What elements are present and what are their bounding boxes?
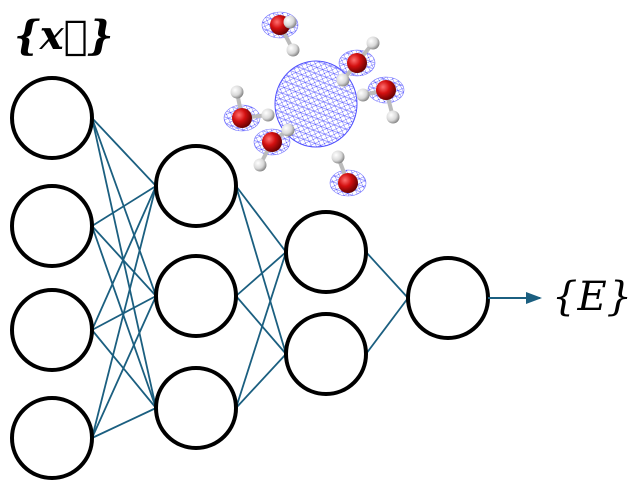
- oxygen-atom: [376, 80, 396, 100]
- hydrogen-atom: [261, 108, 275, 122]
- connection-edge: [235, 185, 287, 253]
- hydrogen-atom: [286, 43, 300, 57]
- electron-density-mesh: [274, 60, 358, 148]
- connection-edge: [235, 353, 287, 409]
- neuron-node-layer-1: [10, 288, 94, 372]
- oxygen-atom: [338, 173, 358, 193]
- connection-edge: [91, 117, 157, 187]
- oxygen-atom: [262, 132, 282, 152]
- connection-edge: [235, 251, 287, 409]
- neuron-node-layer-1: [10, 76, 94, 160]
- oxygen-atom: [347, 53, 367, 73]
- oxygen-atom: [232, 108, 252, 128]
- hydrogen-atom: [366, 36, 380, 50]
- connection-edge: [365, 297, 409, 355]
- hydrogen-atom: [356, 88, 370, 102]
- connection-edge: [91, 225, 157, 297]
- neuron-node-layer-3: [284, 210, 368, 294]
- input-label: {x⃗}: [14, 12, 114, 59]
- neuron-node-layer-1: [10, 396, 94, 480]
- connection-edge: [91, 225, 157, 409]
- output-label: {E}: [552, 274, 628, 320]
- neuron-node-layer-3: [284, 312, 368, 396]
- neuron-node-layer-2: [154, 144, 238, 228]
- hydrogen-atom: [253, 158, 267, 172]
- hydrogen-atom: [386, 110, 400, 124]
- connection-edge: [235, 295, 287, 355]
- hydrogen-atom: [230, 85, 244, 99]
- hydrogen-atom: [281, 123, 295, 137]
- hydrogen-atom: [336, 73, 350, 87]
- connection-edge: [91, 117, 157, 409]
- connection-edge: [365, 251, 409, 299]
- connection-edge: [91, 295, 157, 439]
- connection-edge: [91, 185, 157, 439]
- connection-edge: [91, 407, 157, 439]
- neuron-node-layer-2: [154, 366, 238, 450]
- neuron-node-layer-1: [10, 184, 94, 268]
- connection-edge: [235, 251, 287, 297]
- neuron-node-layer-4: [406, 256, 490, 340]
- connection-edge: [235, 185, 287, 355]
- connection-edge: [91, 185, 157, 227]
- neuron-node-layer-2: [154, 254, 238, 338]
- hydrogen-atom: [283, 15, 297, 29]
- connection-edge: [91, 185, 157, 331]
- water-cluster-molecule: [223, 11, 405, 197]
- hydrogen-atom: [331, 150, 345, 164]
